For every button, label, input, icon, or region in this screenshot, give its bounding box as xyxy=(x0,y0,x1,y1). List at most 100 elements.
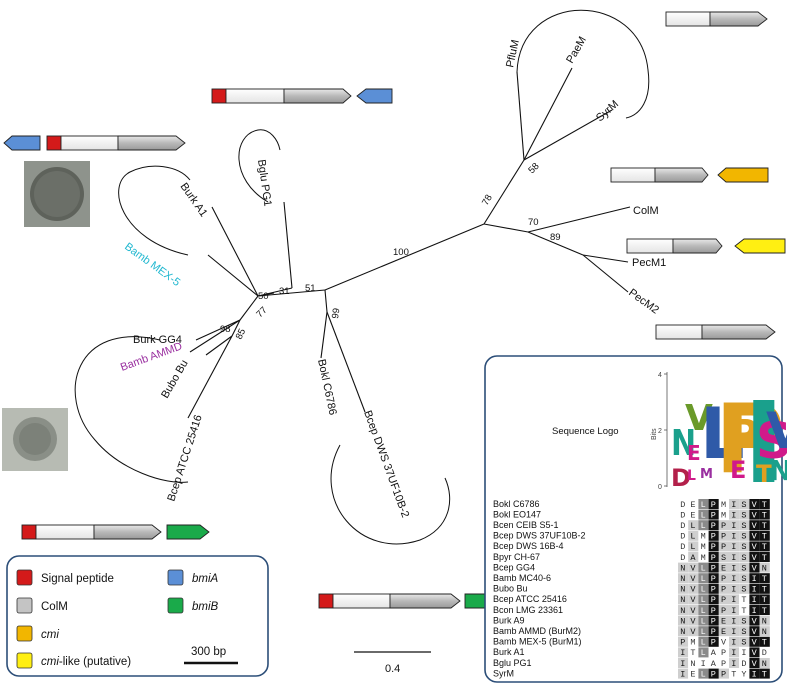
legend-panel: Signal peptide ColM cmi cmi-like (putati… xyxy=(6,555,269,677)
alignment-cell-bg xyxy=(678,626,689,637)
alignment-residue: V xyxy=(690,595,696,605)
alignment-cell-bg xyxy=(688,499,699,509)
alignment-cell-bg xyxy=(718,552,729,562)
alignment-cell-bg xyxy=(729,605,740,615)
taxon-bambMEX5: Bamb MEX-5 xyxy=(122,241,182,289)
bootstrap-77: 77 xyxy=(254,305,269,320)
alignment-residue: L xyxy=(690,521,695,531)
alignment-cell-bg xyxy=(729,636,740,647)
alignment-residue: P xyxy=(711,532,716,542)
alignment-cell-bg xyxy=(759,647,770,658)
alignment-residue: D xyxy=(680,532,685,542)
alignment-cell-bg xyxy=(688,583,699,594)
alignment-cell-bg xyxy=(729,615,740,626)
alignment-residue: T xyxy=(741,595,746,605)
alignment-cell-bg xyxy=(759,615,770,626)
alignment-residue: V xyxy=(690,585,696,595)
logo-letter: D xyxy=(671,464,691,492)
branch-78-node xyxy=(483,159,525,225)
legend-label-cmi-like-rest: -like (putative) xyxy=(59,656,131,668)
alignment-residue: V xyxy=(752,532,758,542)
bootstrap-78: 78 xyxy=(480,193,495,208)
alignment-residue: L xyxy=(690,532,695,542)
alignment-residue: P xyxy=(711,542,716,552)
operon-burk-a1 xyxy=(3,135,186,151)
legend-label-cmi: cmi xyxy=(41,629,59,641)
bootstrap-31: 31 xyxy=(279,286,290,297)
alignment-residue: S xyxy=(741,542,746,552)
alignment-cell-bg xyxy=(718,594,729,605)
bootstrap-58: 58 xyxy=(526,161,541,176)
logo-letter: N xyxy=(769,454,787,487)
alignment-cell-bg xyxy=(759,509,770,520)
alignment-residue: N xyxy=(680,606,685,616)
alignment-residue: I xyxy=(731,542,736,552)
alignment-residue: M xyxy=(721,500,726,510)
alignment-residue: I xyxy=(752,595,757,605)
alignment-cell-bg xyxy=(708,636,719,647)
alignment-residue: I xyxy=(731,553,736,563)
alignment-cell-bg xyxy=(708,658,719,668)
alignment-residue: V xyxy=(752,500,758,510)
taxon-buboBu: Bubo Bu xyxy=(159,358,190,401)
alignment-residue: V xyxy=(752,616,758,626)
alignment-cell-bg xyxy=(698,541,709,552)
alignment-residue: S xyxy=(741,553,746,563)
alignment-cell-bg xyxy=(739,594,750,605)
alignment-cell-bg xyxy=(739,605,750,615)
branch-77-node xyxy=(239,295,259,321)
colm-gene-arrow xyxy=(672,238,723,254)
arc-bcep-dws xyxy=(330,444,451,545)
alignment-cell-bg xyxy=(698,499,709,509)
logo-letter: E xyxy=(687,441,701,465)
operon-colM xyxy=(610,167,769,183)
alignment-residue: S xyxy=(741,500,746,510)
alignment-residue: E xyxy=(690,669,695,679)
alignment-cell-bg xyxy=(708,499,719,509)
alignment-residue: M xyxy=(721,510,726,520)
alignment-cell-bg xyxy=(739,562,750,573)
alignment-residue: S xyxy=(741,510,746,520)
alignment-residue: P xyxy=(711,553,716,563)
alignment-row-name: Bcep DWS 37UF10B-2 xyxy=(493,531,586,541)
alignment-cell-bg xyxy=(739,530,750,541)
alignment-cell-bg xyxy=(688,658,699,668)
alignment-cell-bg xyxy=(708,520,719,531)
signal-peptide-segment xyxy=(318,593,334,609)
alignment-cell-bg xyxy=(749,562,760,573)
alignment-cell-bg xyxy=(718,668,729,679)
alignment-residue: V xyxy=(752,648,758,658)
alignment-residue: T xyxy=(762,521,767,531)
alignment-cell-bg xyxy=(729,626,740,637)
alignment-residue: N xyxy=(762,563,767,573)
alignment-residue: P xyxy=(711,585,716,595)
legend-swatch-colM xyxy=(16,597,33,614)
alignment-cell-bg xyxy=(698,552,709,562)
alignment-cell-bg xyxy=(678,520,689,531)
alignment-cell-bg xyxy=(708,626,719,637)
alignment-cell-bg xyxy=(678,562,689,573)
colm-segment-white xyxy=(35,524,95,540)
alignment-cell-bg xyxy=(739,668,750,679)
legend-label-cmi-like-italic: cmi xyxy=(41,656,59,668)
alignment-residue: I xyxy=(731,510,736,520)
alignment-residue: I xyxy=(752,606,757,616)
alignment-cell-bg xyxy=(698,626,709,637)
alignment-cell-bg xyxy=(698,562,709,573)
alignment-cell-bg xyxy=(708,562,719,573)
alignment-residue: L xyxy=(701,638,706,648)
alignment-residue: P xyxy=(711,669,716,679)
alignment-cell-bg xyxy=(739,573,750,584)
alignment-residue: I xyxy=(752,585,757,595)
logo-tick-4: 4 xyxy=(658,372,662,379)
alignment-cell-bg xyxy=(678,647,689,658)
alignment-residue: V xyxy=(752,627,758,637)
alignment-cell-bg xyxy=(749,658,760,668)
alignment-residue: V xyxy=(690,627,696,637)
alignment-residue: P xyxy=(711,616,716,626)
alignment-cell-bg xyxy=(739,636,750,647)
alignment-cell-bg xyxy=(718,615,729,626)
alignment-cell-bg xyxy=(729,573,740,584)
logo-letter: I xyxy=(743,379,785,509)
